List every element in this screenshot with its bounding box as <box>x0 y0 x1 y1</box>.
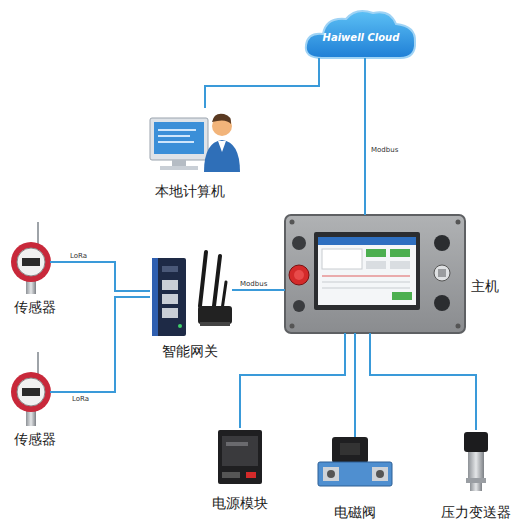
device-label: 主机 <box>437 278 525 294</box>
device-node: 电磁阀 <box>318 437 393 487</box>
power-module <box>218 430 262 484</box>
protocol-label: Modbus <box>240 280 267 289</box>
solenoid-valve <box>318 437 392 486</box>
device-node: Haiwell Cloud <box>305 8 417 60</box>
host-controller <box>285 215 465 333</box>
protocol-label: Modbus <box>371 146 398 155</box>
connector-line <box>354 333 356 437</box>
device-node: 传感器 <box>8 352 54 424</box>
connector-line <box>370 333 476 430</box>
pressure-transmitter <box>464 432 488 491</box>
device-node: 智能网关 <box>150 255 232 337</box>
device-label: 电磁阀 <box>307 504 403 520</box>
device-node: 本地计算机 <box>148 108 240 174</box>
gateway-device <box>152 252 232 336</box>
device-label: 本地计算机 <box>142 183 238 199</box>
device-node: 传感器 <box>8 222 54 294</box>
computer-icon <box>150 114 240 172</box>
device-label: 传感器 <box>0 431 83 447</box>
cloud-label: Haiwell Cloud <box>305 8 417 60</box>
connector-line <box>205 58 319 108</box>
device-label: 压力变送器 <box>428 504 524 520</box>
connector-line <box>50 297 150 392</box>
device-label: 传感器 <box>0 299 83 315</box>
device-node: 主机 <box>285 215 465 333</box>
sensor-device <box>11 352 51 426</box>
connector-line <box>240 333 345 428</box>
device-node: 压力变送器 <box>455 430 497 490</box>
device-label: 电源模块 <box>192 495 288 511</box>
device-label: 智能网关 <box>142 343 238 359</box>
protocol-label: LoRa <box>72 395 89 404</box>
device-node: 电源模块 <box>215 428 265 485</box>
sensor-device <box>11 222 51 294</box>
connector-line <box>232 289 285 291</box>
connector-line <box>364 58 366 215</box>
connector-line <box>50 262 150 291</box>
protocol-label: LoRa <box>70 252 87 261</box>
